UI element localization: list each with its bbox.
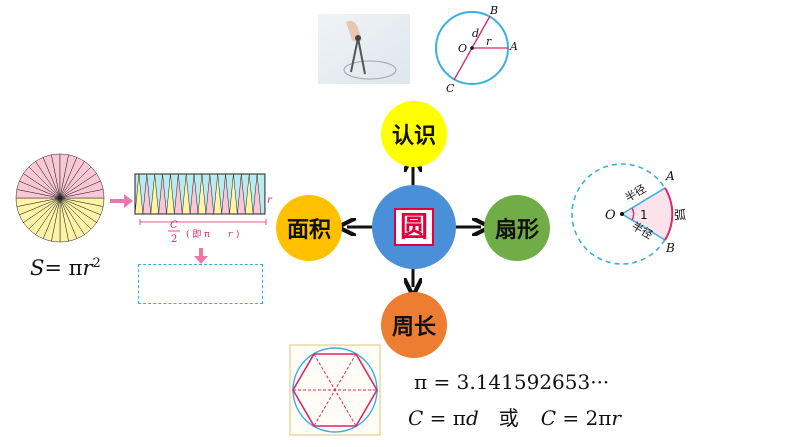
node-circle[interactable]: 圆 <box>372 185 456 269</box>
circ-d: d <box>465 406 479 430</box>
node-area[interactable]: 面积 <box>276 195 342 261</box>
circ-or: 或 <box>498 406 519 430</box>
sector-label-A: A <box>665 169 675 183</box>
pi-value: π = 3.141592653··· <box>414 370 610 394</box>
node-circumference[interactable]: 周长 <box>381 292 447 358</box>
circ-C2: C <box>540 406 557 430</box>
node-sector-label: 扇形 <box>494 218 539 243</box>
pink-arrow-right <box>110 194 133 208</box>
area-formula-eq: = π <box>44 256 83 280</box>
label-A: A <box>509 40 518 53</box>
pink-arrow-down <box>194 248 208 264</box>
label-O: O <box>458 42 467 55</box>
node-circumference-label: 周长 <box>391 315 436 340</box>
sector-label-O: O <box>605 208 616 223</box>
circ-eq2: = 2π <box>556 406 612 430</box>
radial-circle-icon <box>15 153 105 243</box>
circ-C1: C <box>408 406 424 430</box>
circle-diameter-diagram: B O d r A C <box>435 4 518 94</box>
label-B: B <box>489 4 498 17</box>
sector-label-arc: 弧 <box>674 208 686 222</box>
area-formula-r: r <box>82 256 93 280</box>
strip-width-num: C <box>170 220 178 231</box>
sector-diagram: O 1 A B 半径 半径 弧 <box>571 163 686 265</box>
hexagon-in-circle-icon <box>289 344 381 436</box>
node-area-label: 面积 <box>286 218 331 243</box>
strip-width-close: ) <box>236 230 240 240</box>
node-circle-label: 圆 <box>393 208 434 246</box>
rearranged-strip: r C 2 ( 即 π r ) <box>134 173 273 245</box>
area-formula: S= πr2 <box>30 256 101 280</box>
radial-sector <box>59 189 105 199</box>
sector-label-B: B <box>665 241 675 255</box>
node-recognize-label: 认识 <box>391 124 436 149</box>
circ-eq1: = π <box>423 406 466 430</box>
strip-width-paren: ( 即 π <box>186 229 210 240</box>
answer-box[interactable] <box>138 264 263 304</box>
compass-photo-icon <box>318 14 410 84</box>
strip-outline <box>134 173 266 215</box>
area-formula-S: S <box>30 256 45 280</box>
sector-label-angle: 1 <box>640 208 648 222</box>
label-d: d <box>472 27 479 40</box>
node-recognize[interactable]: 认识 <box>381 101 447 167</box>
strip-side-r: r <box>267 195 273 206</box>
label-r: r <box>486 35 492 48</box>
label-C: C <box>446 82 455 94</box>
circ-r: r <box>611 406 621 430</box>
strip-width-den: 2 <box>171 234 177 245</box>
node-sector[interactable]: 扇形 <box>484 195 550 261</box>
strip-width-r: r <box>228 230 233 240</box>
area-formula-exp: 2 <box>92 256 101 271</box>
